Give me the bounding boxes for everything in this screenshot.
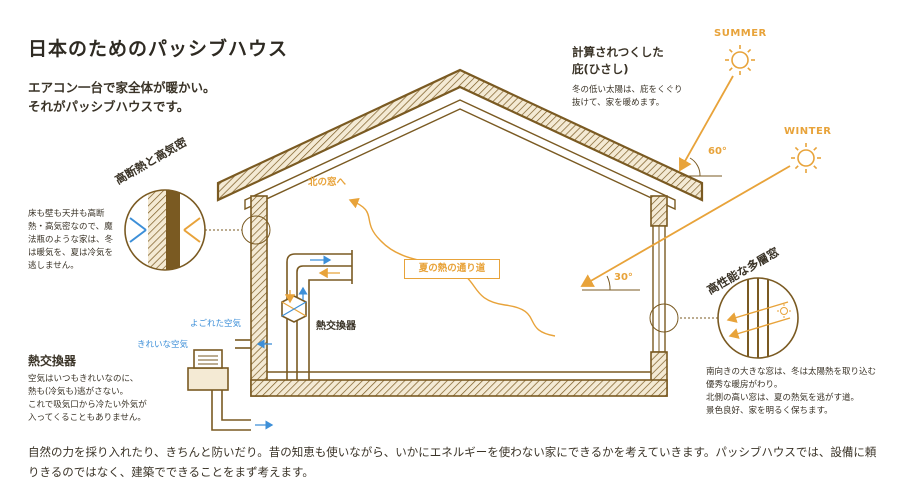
hx-desc-line-1: 空気はいつもきれいなのに、 xyxy=(28,374,139,384)
window-callout-ring xyxy=(649,303,679,333)
hx-desc-line-3: これで吸気口から冷たい外気が xyxy=(28,400,147,410)
summer-sun-icon xyxy=(725,45,755,75)
clean-air-label: きれいな空気 xyxy=(137,340,189,350)
heat-exchanger-label: 熱交換器 xyxy=(316,321,356,332)
north-window-label: 北の窓へ xyxy=(308,177,347,188)
page-title: 日本のためのパッシブハウス xyxy=(28,38,289,60)
duct-airflow-arrows xyxy=(255,255,340,430)
winter-angle: 30° xyxy=(614,272,633,283)
footer-text: 自然の力を採り入れたり、きちんと防いだり。昔の知恵も使いながら、いかにエネルギー… xyxy=(28,445,877,479)
house-walls xyxy=(250,195,668,397)
insulation-desc-line-4: は暖気を、夏は冷気を xyxy=(28,248,114,258)
eaves-desc-line-1: 冬の低い太陽は、庇をくぐり xyxy=(572,85,683,95)
insulation-desc-line-3: 法瓶のような家は、冬 xyxy=(28,235,114,245)
insulation-desc-line-2: 熱・高気密なので、魔 xyxy=(28,222,113,232)
window-desc-line-2: 優秀な暖房がわり。 xyxy=(706,380,783,390)
eaves-description: 冬の低い太陽は、庇をくぐり 抜けて、家を暖めます。 xyxy=(572,84,683,110)
window-detail-circle xyxy=(717,277,799,359)
roof xyxy=(216,68,704,211)
insulation-detail-circle xyxy=(124,189,206,271)
hx-desc-line-2: 熱も(冷気も)逃がさない。 xyxy=(28,387,129,397)
outdoor-unit-icon xyxy=(187,349,229,391)
lead-line-2: それがパッシブハウスです。 xyxy=(28,99,190,114)
window-desc-line-4: 景色良好、家を明るく保ちます。 xyxy=(706,406,833,416)
window-description: 南向きの大きな窓は、冬は太陽熱を取り込む 優秀な暖房がわり。 北側の高い窓は、夏… xyxy=(706,366,876,418)
hx-desc-line-4: 入ってくることもありません。 xyxy=(28,413,146,423)
eaves-title: 計算されつくした 庇(ひさし) xyxy=(572,44,664,78)
summer-label: SUMMER xyxy=(714,28,767,39)
lead-line-1: エアコン一台で家全体が暖かい。 xyxy=(28,80,216,95)
lead-text: エアコン一台で家全体が暖かい。 それがパッシブハウスです。 xyxy=(28,78,216,116)
insulation-description: 床も壁も天井も高断 熱・高気密なので、魔 法瓶のような家は、冬 は暖気を、夏は冷… xyxy=(28,208,113,273)
ventilation-ducts xyxy=(211,250,353,431)
sun-rays xyxy=(580,75,791,291)
winter-label: WINTER xyxy=(784,126,832,137)
insulation-desc-line-5: 逃しません。 xyxy=(28,261,79,271)
window-desc-line-1: 南向きの大きな窓は、冬は太陽熱を取り込む xyxy=(706,367,877,377)
small-sun-icon xyxy=(777,304,791,318)
wall-callout-ring xyxy=(241,215,271,245)
dirty-air-label: よごれた空気 xyxy=(190,319,242,329)
summer-heat-path-label: 夏の熱の通り道 xyxy=(404,259,500,279)
heat-exchanger-title: 熱交換器 xyxy=(28,354,77,368)
eaves-title-line-2: 庇(ひさし) xyxy=(572,62,629,76)
summer-angle: 60° xyxy=(708,146,727,157)
heat-exchanger-description: 空気はいつもきれいなのに、 熱も(冷気も)逃がさない。 これで吸気口から冷たい外… xyxy=(28,373,147,425)
eaves-desc-line-2: 抜けて、家を暖めます。 xyxy=(572,98,665,108)
window-desc-line-3: 北側の高い窓は、夏の熱気を逃がす道。 xyxy=(706,393,860,403)
insulation-desc-line-1: 床も壁も天井も高断 xyxy=(28,209,105,219)
winter-sun-icon xyxy=(791,143,821,173)
eaves-title-line-1: 計算されつくした xyxy=(572,45,664,59)
